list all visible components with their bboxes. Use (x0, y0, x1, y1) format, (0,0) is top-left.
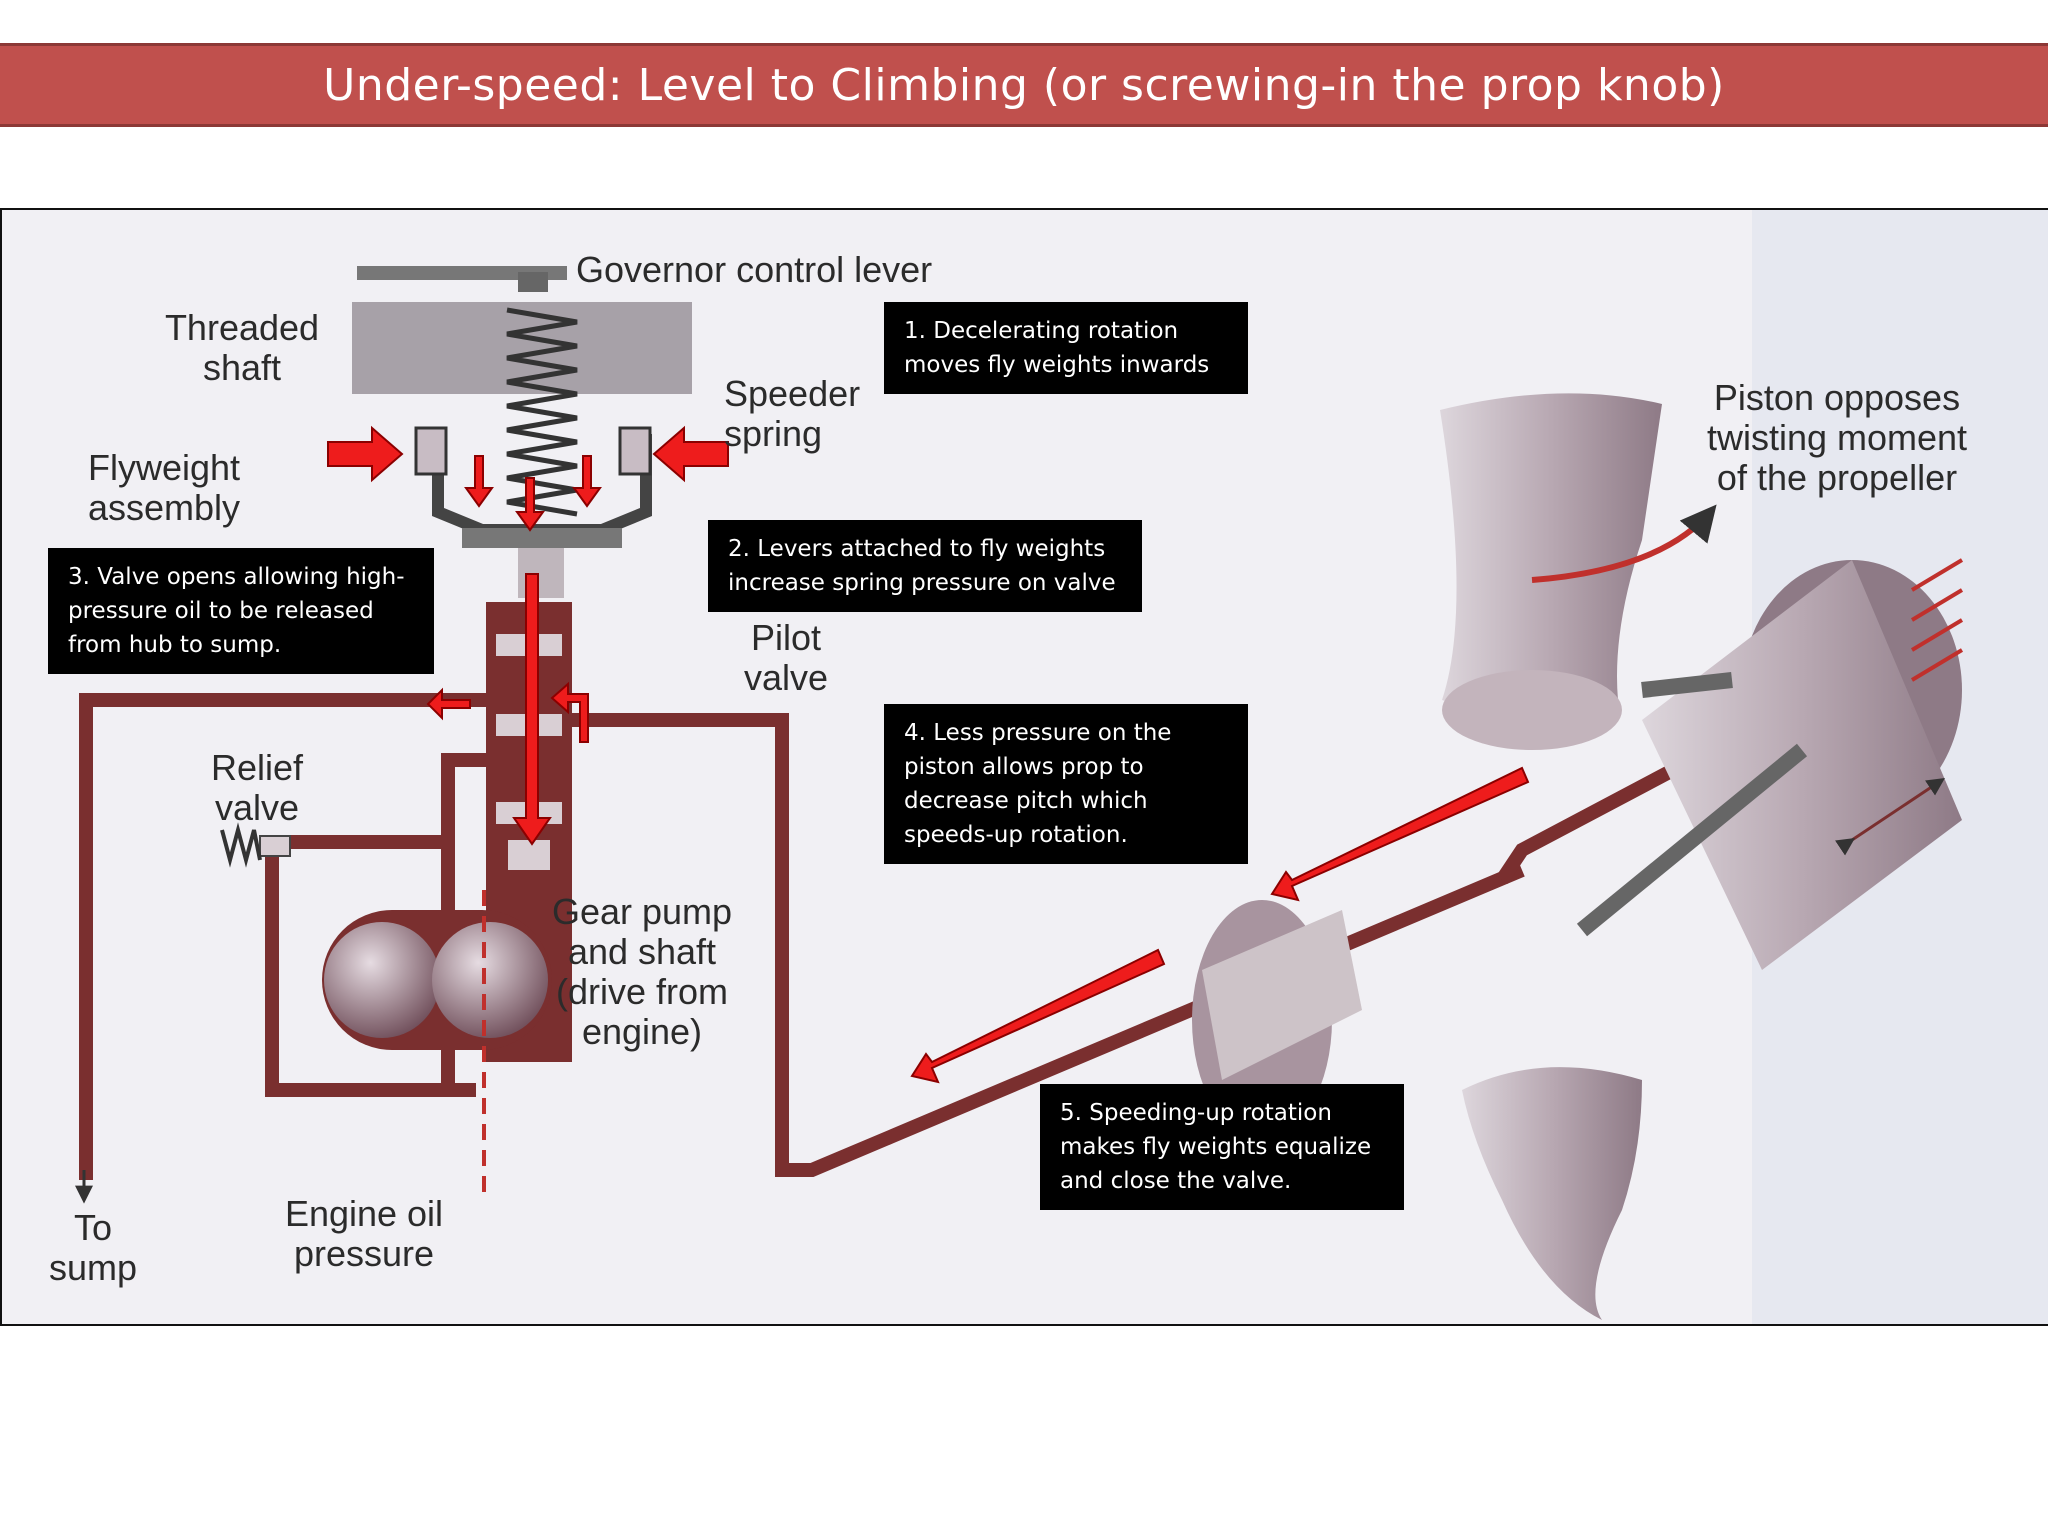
hub-shaft (1202, 910, 1362, 1080)
callout-1: 1. Decelerating rotation moves fly weigh… (884, 302, 1248, 394)
callout-5: 5. Speeding-up rotation makes fly weight… (1040, 1084, 1404, 1210)
piston-travel-arrow (1835, 778, 1945, 856)
label-flyweight-assembly: Flyweight assembly (88, 447, 241, 528)
diagram-drawing (75, 210, 2048, 1324)
arrow-release-left (426, 687, 471, 721)
arrow-hub-return (550, 681, 589, 743)
arrow-down-2 (515, 477, 545, 532)
gear-left (324, 922, 440, 1038)
label-speeder-spring: Speeder spring (724, 373, 861, 454)
arrow-pilot-down (512, 573, 552, 846)
speeder-spring (506, 307, 578, 517)
piston-body (1642, 560, 1962, 970)
callout-2: 2. Levers attached to fly weights increa… (708, 520, 1142, 612)
slide-title: Under-speed: Level to Climbing (or screw… (323, 59, 1725, 111)
pilot-stem (518, 548, 564, 598)
governor-diagram: Governor control lever Threaded shaft Sp… (0, 208, 2048, 1326)
flyweight-base (462, 528, 622, 548)
piston-pressure-arrows (1910, 558, 1964, 682)
lever-post (518, 272, 548, 292)
valve-land-4 (508, 840, 550, 870)
relief-valve-plug (259, 835, 291, 857)
callout-4: 4. Less pressure on the piston allows pr… (884, 704, 1248, 864)
link-lower (1576, 743, 1808, 937)
prop-blade-upper (1440, 393, 1662, 715)
twisting-moment-arrow (1531, 504, 1717, 583)
arrow-down-1 (464, 455, 494, 508)
arrow-hub-to-piston (1270, 766, 1530, 902)
gear-right (432, 922, 548, 1038)
prop-blade-lower (1462, 1067, 1642, 1320)
flyweight-left (414, 426, 448, 476)
arrow-down-3 (572, 455, 602, 508)
red-arrows (327, 425, 1530, 1084)
arrow-flyweight-left (327, 425, 404, 483)
label-engine-oil-pressure: Engine oil pressure (284, 1193, 444, 1274)
control-lever-bar (357, 266, 567, 280)
blade-root-upper (1442, 670, 1622, 750)
label-to-sump: To sump (48, 1207, 138, 1288)
title-bar: Under-speed: Level to Climbing (or screw… (0, 43, 2048, 127)
arrow-flyweight-right (652, 425, 729, 483)
callout-3: 3. Valve opens allowing high- pressure o… (48, 548, 434, 674)
label-relief-valve: Relief valve (210, 747, 304, 828)
arrow-line-return (910, 948, 1166, 1084)
relief-valve-spring (220, 822, 262, 868)
label-threaded-shaft: Threaded shaft (164, 307, 320, 388)
label-pilot-valve: Pilot valve (743, 617, 829, 698)
label-governor-control-lever: Governor control lever (576, 249, 933, 290)
flyweight-right (618, 426, 652, 476)
label-gear-pump: Gear pump and shaft (drive from engine) (551, 891, 733, 1052)
label-piston-opposes: Piston opposes twisting moment of the pr… (1706, 377, 1968, 498)
link-upper (1641, 672, 1733, 698)
